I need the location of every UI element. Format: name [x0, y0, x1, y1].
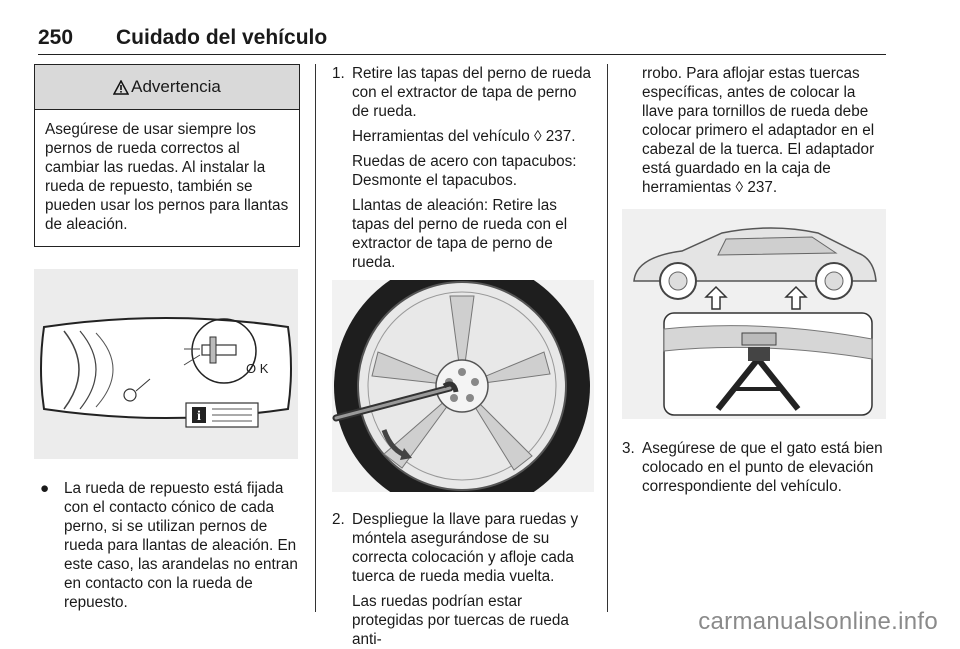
- step-2-antitheft-part1: Las ruedas podrían estar protegidas por …: [352, 593, 569, 648]
- bullet-text: La rueda de repuesto está fijada con el …: [64, 480, 298, 611]
- warning-header: Advertencia: [35, 65, 299, 110]
- warning-text: Asegúrese de usar siempre los pernos de …: [45, 121, 289, 233]
- step-1-steel-wheels: Ruedas de acero con tapacubos: Desmonte …: [352, 153, 577, 189]
- warning-box: Advertencia Asegúrese de usar siempre lo…: [34, 64, 300, 247]
- step-2-number: 2.: [332, 511, 345, 528]
- step-1-alloy-wheels: Llantas de aleación: Retire las tapas de…: [352, 197, 568, 271]
- step-1-text: Retire las tapas del perno de rueda con …: [352, 65, 591, 120]
- bullet-marker: ●: [40, 480, 50, 497]
- wheel-bolt-illustration: i O K: [40, 317, 292, 428]
- column-divider-1: [315, 64, 316, 612]
- figure-wheel-wrench: [332, 280, 594, 492]
- ok-label: O K: [246, 361, 269, 376]
- step-1-number: 1.: [332, 65, 345, 82]
- column-divider-2: [607, 64, 608, 612]
- bullet-spare-wheel: ● La rueda de repuesto está fijada con e…: [34, 479, 300, 612]
- column-left: Advertencia Asegúrese de usar siempre lo…: [34, 64, 300, 612]
- warning-triangle-icon: [113, 79, 130, 95]
- step-3-text: Asegúrese de que el gato está bien coloc…: [642, 440, 883, 495]
- column-right: rrobo. Para aflojar estas tuercas especí…: [622, 64, 886, 496]
- step-2-antitheft-continued: rrobo. Para aflojar estas tuercas especí…: [642, 65, 875, 196]
- car-jack-illustration: [633, 227, 877, 416]
- figure-wheel-bolt: i O K: [34, 269, 298, 459]
- step-1-tools: Herramientas del vehículo ◊ 237.: [352, 128, 576, 145]
- page-title: Cuidado del vehículo: [116, 26, 328, 49]
- column-middle: 1. Retire las tapas del perno de rueda c…: [332, 64, 594, 649]
- warning-title: Advertencia: [131, 77, 221, 96]
- page-number: 250: [38, 26, 74, 49]
- step-2: 2. Despliegue la llave para ruedas y món…: [332, 510, 594, 586]
- info-icon: i: [197, 409, 201, 424]
- step-3-number: 3.: [622, 440, 635, 457]
- step-3: 3. Asegúrese de que el gato está bien co…: [622, 439, 886, 496]
- alloy-wheel-illustration: [332, 280, 590, 492]
- step-1: 1. Retire las tapas del perno de rueda c…: [332, 64, 594, 121]
- watermark: carmanualsonline.info: [698, 608, 938, 635]
- page-header: 250 Cuidado del vehículo: [38, 22, 886, 55]
- step-2-text: Despliegue la llave para ruedas y móntel…: [352, 511, 579, 585]
- figure-jack-position: [622, 209, 886, 419]
